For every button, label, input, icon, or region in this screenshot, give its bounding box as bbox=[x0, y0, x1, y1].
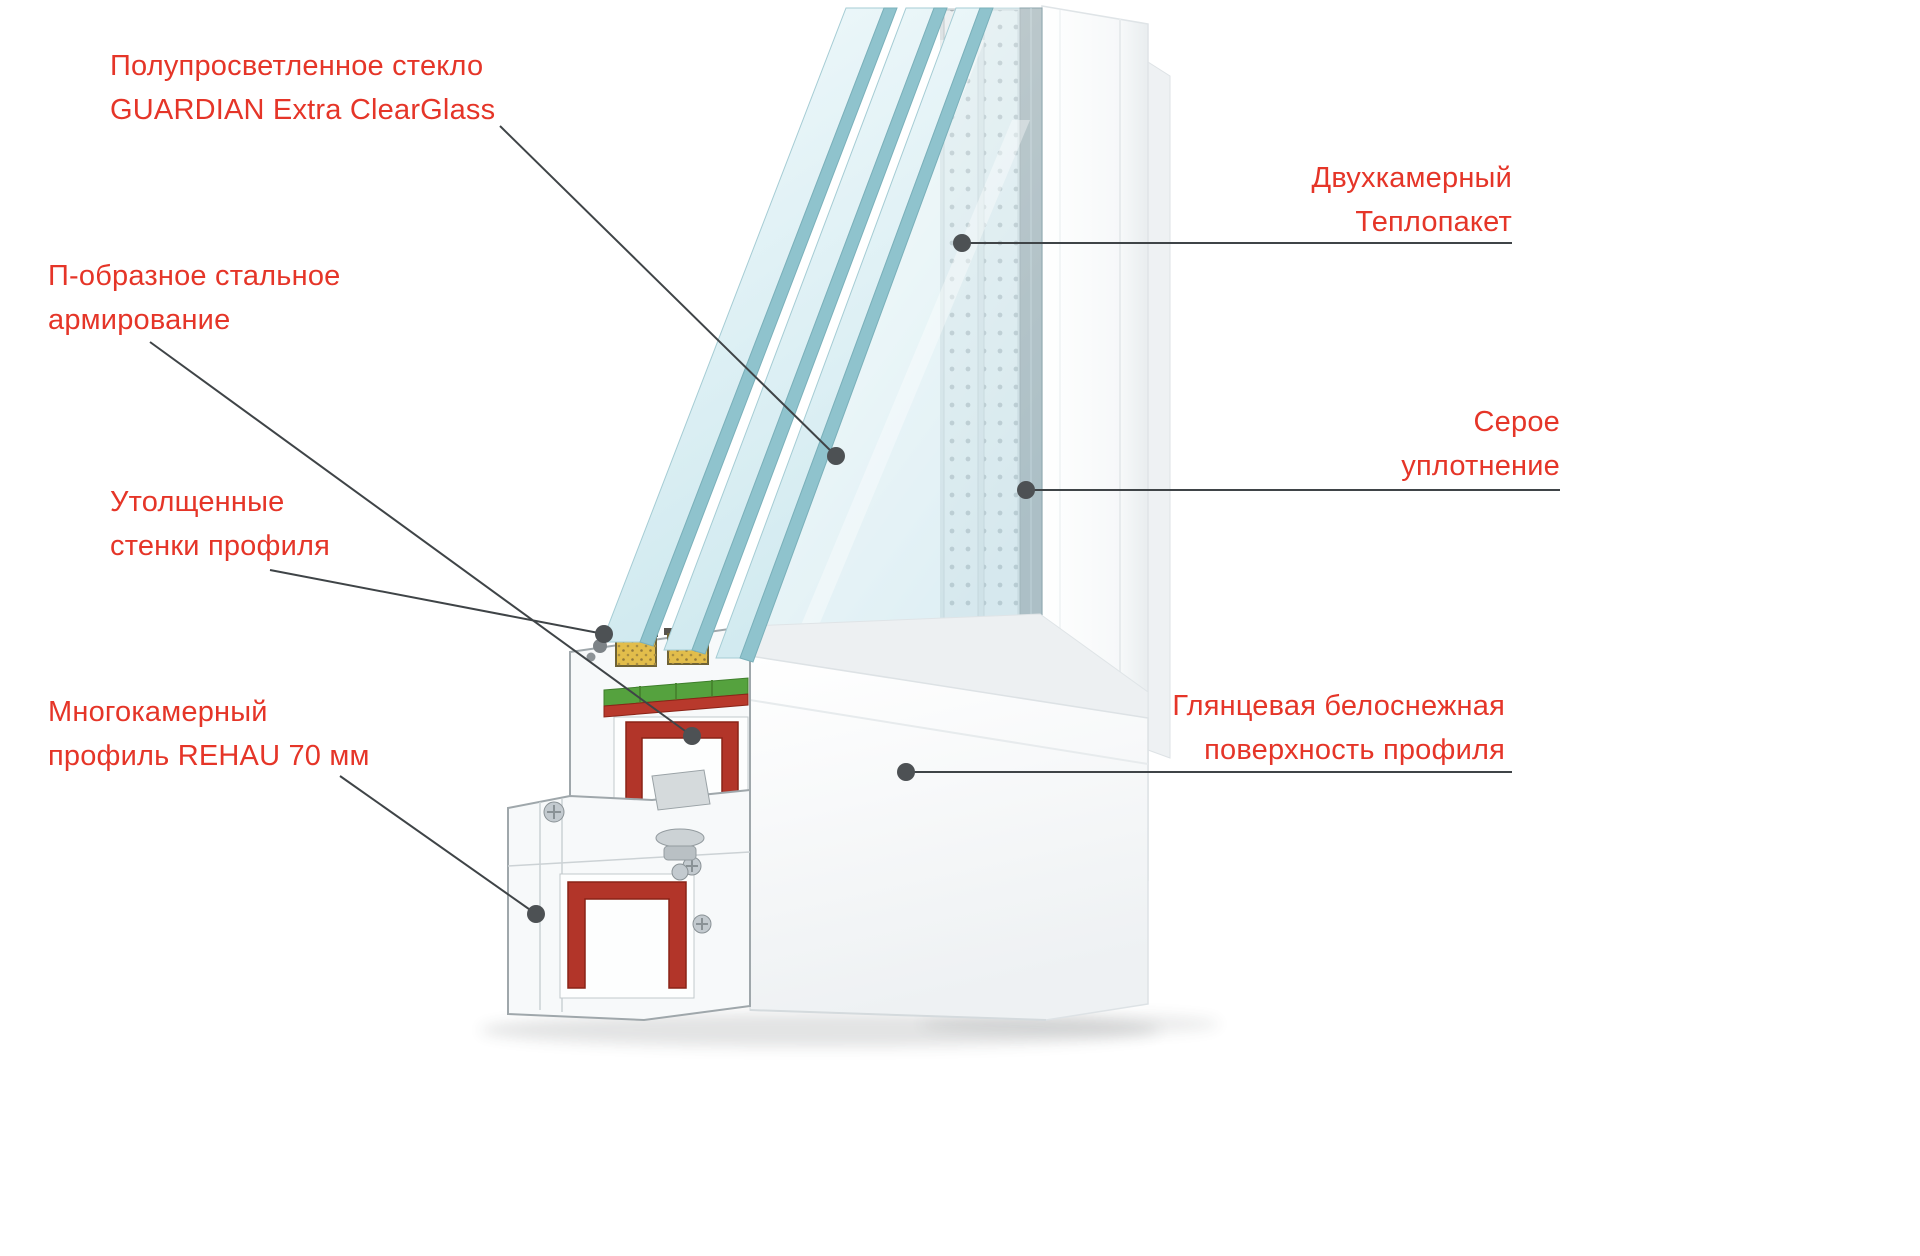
glass-pane-2-edge bbox=[691, 7, 948, 655]
frame-profile-section bbox=[507, 788, 751, 1022]
marker-dot-glass bbox=[827, 447, 845, 465]
label-glazing-unit-line-2: Теплопакет bbox=[1355, 206, 1512, 238]
marker-dots bbox=[527, 234, 1035, 923]
label-profile-line-1: Многокамерный bbox=[48, 696, 268, 728]
glass-pane-1-edge bbox=[639, 7, 898, 647]
marker-dot-surface bbox=[897, 763, 915, 781]
leader-line-profile bbox=[339, 775, 537, 915]
label-glass-line-2: GUARDIAN Extra ClearGlass bbox=[110, 94, 496, 126]
glass-reflection-streak bbox=[794, 120, 1030, 642]
label-profile-line-2: профиль REHAU 70 мм bbox=[48, 740, 370, 772]
label-walls-line-1: Утолщенные bbox=[110, 486, 285, 518]
espagnolette-hardware bbox=[651, 769, 711, 881]
leader-lines bbox=[149, 125, 1560, 915]
label-steel-reinforcement: П-образное стальное армирование bbox=[48, 254, 340, 342]
label-walls-line-2: стенки профиля bbox=[110, 530, 330, 562]
label-glass-line-1: Полупросветленное стекло bbox=[110, 50, 484, 82]
label-surface-line-1: Глянцевая белоснежная bbox=[1172, 690, 1505, 722]
leader-line-glass bbox=[499, 125, 837, 457]
edge-gasket bbox=[586, 652, 596, 662]
label-seal-line-1: Серое bbox=[1473, 406, 1560, 438]
leader-line-steel bbox=[149, 341, 693, 737]
label-glazing-unit: Двухкамерный Теплопакет bbox=[1311, 156, 1512, 244]
label-surface-line-2: поверхность профиля bbox=[1204, 734, 1505, 766]
profile-front-surface bbox=[749, 613, 1149, 1021]
glass-pane-edges bbox=[601, 7, 994, 663]
screw bbox=[543, 801, 565, 823]
label-gray-seal: Серое уплотнение bbox=[1401, 400, 1560, 488]
label-surface: Глянцевая белоснежная поверхность профил… bbox=[1172, 684, 1505, 772]
frame-back-panel bbox=[1147, 61, 1171, 759]
steel-reinforcement-lower bbox=[567, 881, 687, 989]
screw bbox=[692, 914, 712, 934]
glazing-bridge-red bbox=[603, 693, 749, 718]
label-steel-line-2: армирование bbox=[48, 304, 231, 336]
marker-dot-profile bbox=[527, 905, 545, 923]
label-seal-line-2: уплотнение bbox=[1401, 450, 1560, 482]
marker-dot-glazing-unit bbox=[953, 234, 971, 252]
label-profile: Многокамерный профиль REHAU 70 мм bbox=[48, 690, 370, 778]
leader-line-walls bbox=[269, 569, 605, 635]
marker-dot-walls bbox=[595, 625, 613, 643]
label-profile-walls: Утолщенные стенки профиля bbox=[110, 480, 330, 568]
label-steel-line-1: П-образное стальное bbox=[48, 260, 341, 292]
label-glazing-unit-line-1: Двухкамерный bbox=[1311, 162, 1512, 194]
marker-dot-steel bbox=[683, 727, 701, 745]
marker-dot-seal bbox=[1017, 481, 1035, 499]
label-glass: Полупросветленное стекло GUARDIAN Extra … bbox=[110, 44, 495, 132]
